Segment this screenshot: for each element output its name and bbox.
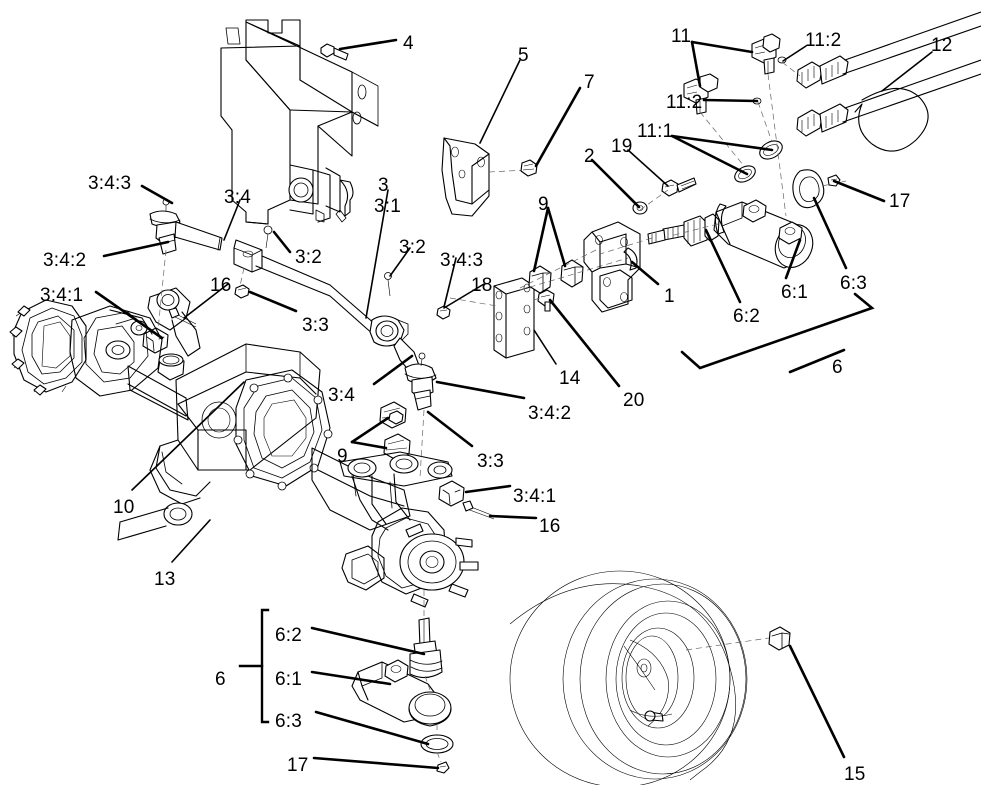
nut-3-4-1-left (142, 327, 169, 354)
nut-7 (520, 159, 538, 177)
callout-9-upper: 9 (538, 194, 549, 215)
elbow-fitting-upper (751, 33, 781, 75)
callout-6-2-upper: 6:2 (733, 306, 761, 327)
grease-fitting-3-2-right (384, 272, 392, 297)
bolt-19 (661, 177, 697, 197)
callout-10: 10 (113, 497, 135, 518)
callout-3: 3 (378, 175, 389, 196)
callout-3-2-b: 3:2 (399, 237, 427, 258)
callout-7: 7 (584, 72, 595, 93)
callout-2: 2 (584, 146, 595, 167)
callout-6-1-upper: 6:1 (781, 282, 809, 303)
callout-11-2-b: 11:2 (666, 92, 703, 113)
callout-3-3-b: 3:3 (477, 451, 505, 472)
wheel-studs (405, 523, 479, 608)
callout-11-1: 11:1 (637, 121, 674, 142)
callout-20: 20 (623, 390, 645, 411)
pin-17-lower (436, 761, 450, 774)
tire-wheel-group (509, 570, 791, 785)
rod-end-detail-group (238, 590, 454, 774)
callout-1: 1 (664, 286, 675, 307)
retaining-ring-6-3 (792, 169, 825, 209)
callout-3-4-1-a: 3:4:1 (40, 285, 84, 306)
nut-3-4-1-lower (438, 480, 465, 507)
callout-3-4-a: 3:4 (224, 187, 252, 208)
callout-3-4-1-b: 3:4:1 (513, 486, 557, 507)
callout-13: 13 (154, 569, 176, 590)
callout-11-2-a: 11:2 (805, 30, 842, 51)
axle-housing-group (9, 299, 479, 608)
callout-3-4-3-b: 3:4:3 (440, 250, 484, 271)
lug-nut-15 (768, 626, 791, 651)
cylinder-ports (742, 199, 803, 245)
callout-6-lower: 6 (215, 669, 226, 690)
cotter-pin-16-right (462, 500, 495, 520)
callout-3-4-2-b: 3:4:2 (528, 403, 572, 424)
callout-3-4-b: 3:4 (328, 385, 356, 406)
callout-6-3-upper: 6:3 (840, 273, 868, 294)
callout-17-upper: 17 (889, 191, 911, 212)
callout-6-upper: 6 (832, 357, 843, 378)
callout-16-right: 16 (539, 516, 561, 537)
nut-9-upper-pair (519, 257, 629, 294)
callout-11: 11 (671, 26, 692, 47)
cotter-pin-16-left (168, 307, 197, 328)
callout-5: 5 (518, 45, 529, 66)
bolt-4 (320, 43, 349, 61)
hydraulic-hose-12 (796, 11, 981, 152)
nut-9-lower-pair (379, 401, 411, 461)
diff-bolts (233, 373, 333, 491)
callout-6-3-lower: 6:3 (275, 711, 303, 732)
callout-17-lower: 17 (287, 755, 309, 776)
hose-fittings-group (683, 11, 981, 217)
elbow-fitting-lower (683, 73, 719, 115)
callout-9-lower: 9 (337, 446, 348, 467)
retaining-ring-6-3-lower (420, 734, 454, 754)
callout-3-4-3-a: 3:4:3 (88, 173, 132, 194)
callout-3-4-2-a: 3:4:2 (43, 250, 87, 271)
left-knuckle-group (142, 249, 201, 357)
callout-3-3-a: 3:3 (302, 315, 330, 336)
callout-6-2-lower: 6:2 (275, 625, 303, 646)
nut-3-3-left (234, 284, 250, 299)
fill-cap (157, 353, 185, 381)
callout-16-left: 16 (210, 275, 232, 296)
callout-3-2-a: 3:2 (295, 247, 323, 268)
callout-18: 18 (471, 275, 493, 296)
grease-fitting-3-2-left (263, 225, 273, 249)
callout-19: 19 (611, 136, 633, 157)
leader-lines (94, 38, 933, 770)
plate-holes (495, 283, 531, 343)
callout-12: 12 (931, 35, 953, 56)
callout-14: 14 (559, 368, 581, 389)
nut-3-3-lower (388, 410, 404, 425)
callout-3-1: 3:1 (374, 196, 402, 217)
callout-15: 15 (844, 764, 866, 785)
plate-5 (441, 137, 538, 217)
frame-bracket-group (220, 19, 379, 225)
callout-4: 4 (403, 33, 414, 54)
cylinder-bracket-1 (519, 177, 697, 313)
callout-6-1-lower: 6:1 (275, 669, 303, 690)
